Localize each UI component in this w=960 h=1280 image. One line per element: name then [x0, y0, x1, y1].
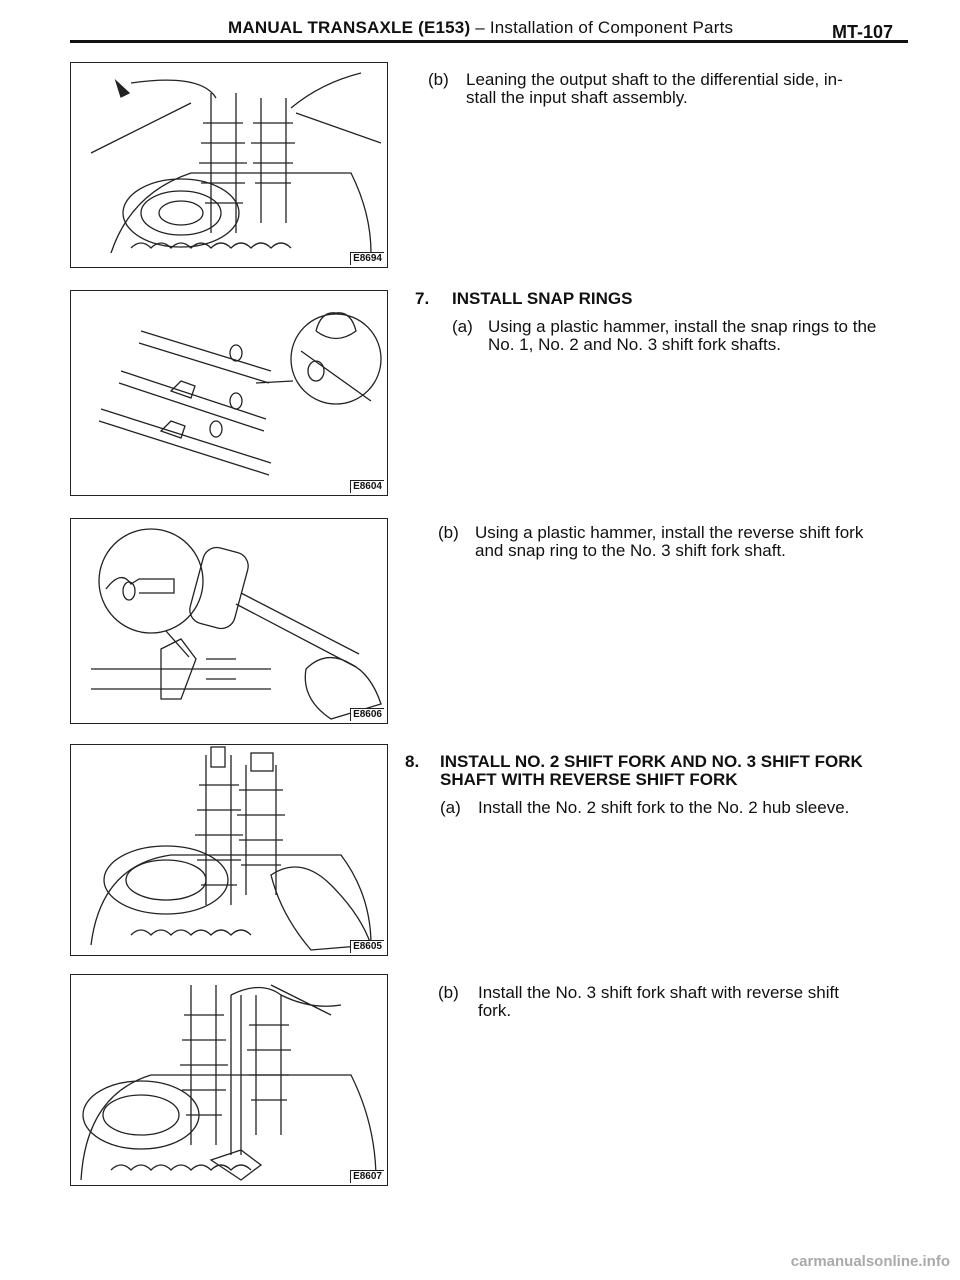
b1-line1: Leaning the output shaft to the differen…	[466, 70, 843, 89]
step8-b-label: (b)	[438, 983, 459, 1002]
step8-a-line1: Install the No. 2 shift fork to the No. …	[478, 798, 850, 817]
step7-a-line1: Using a plastic hammer, install the snap…	[488, 317, 877, 336]
b1-label: (b)	[428, 70, 449, 89]
footer-watermark: carmanualsonline.info	[790, 1253, 950, 1270]
step7-b-line1: Using a plastic hammer, install the reve…	[475, 523, 864, 542]
step8-b-line2: fork.	[478, 1001, 512, 1020]
page-number: MT-107	[832, 22, 894, 42]
figure-code: E8605	[350, 940, 384, 953]
figure-code: E8604	[350, 480, 384, 493]
figure-shift-fork-hub-sleeve: E8605	[70, 744, 388, 956]
step7-b-line2: and snap ring to the No. 3 shift fork sh…	[475, 541, 786, 560]
step7-title: INSTALL SNAP RINGS	[452, 289, 633, 308]
header-title-bold: MANUAL TRANSAXLE (E153)	[228, 18, 471, 37]
figure-code: E8607	[350, 1170, 384, 1183]
figure-hub-sleeve-illustration	[90, 746, 372, 951]
step8-title-line1: INSTALL NO. 2 SHIFT FORK AND NO. 3 SHIFT…	[440, 752, 863, 771]
step7-a-label: (a)	[452, 317, 473, 336]
figure-input-shaft-illustration	[90, 72, 382, 254]
figure-shift-fork-shaft-install: E8607	[70, 974, 388, 1186]
figure-hammer-illustration	[91, 528, 382, 720]
figure-shaft-install-illustration	[80, 984, 377, 1181]
figure-reverse-shift-fork-hammer: E8606	[70, 518, 388, 724]
figure-code: E8694	[350, 252, 384, 265]
figure-code: E8606	[350, 708, 384, 721]
header-rule	[70, 40, 908, 43]
page-header: MANUAL TRANSAXLE (E153) – Installation o…	[0, 0, 960, 46]
header-title-rest: – Installation of Component Parts	[470, 18, 734, 37]
step8-number: 8.	[405, 752, 420, 771]
step7-a-line2: No. 1, No. 2 and No. 3 shift fork shafts…	[488, 335, 781, 354]
step8-title-line2: SHAFT WITH REVERSE SHIFT FORK	[440, 770, 738, 789]
step7-number: 7.	[415, 289, 430, 308]
figure-input-shaft-install: E8694	[70, 62, 388, 268]
step8-a-label: (a)	[440, 798, 461, 817]
figure-snap-rings-shafts: E8604	[70, 290, 388, 496]
figure-shafts-illustration	[98, 312, 382, 476]
step8-b-line1: Install the No. 3 shift fork shaft with …	[478, 983, 839, 1002]
b1-line2: stall the input shaft assembly.	[466, 88, 688, 107]
step7-b-label: (b)	[438, 523, 459, 542]
header-title: MANUAL TRANSAXLE (E153) – Installation o…	[228, 18, 733, 38]
